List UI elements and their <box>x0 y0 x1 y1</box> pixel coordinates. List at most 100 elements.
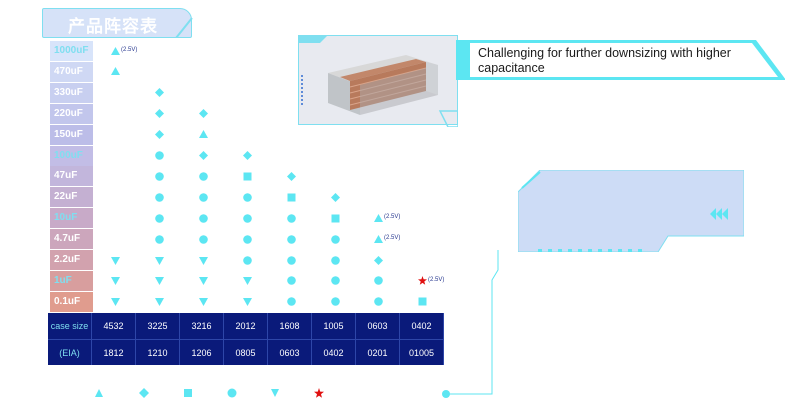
square-marker <box>243 172 251 181</box>
circle-marker <box>286 213 296 223</box>
connector-line <box>442 250 499 398</box>
diamond-marker <box>286 171 296 181</box>
down-triangle-marker <box>198 298 208 307</box>
down-triangle-marker <box>242 298 252 307</box>
title-tab <box>42 8 192 38</box>
title-corner-decoration <box>175 17 193 38</box>
circle-marker <box>286 297 296 307</box>
circle-marker <box>154 172 164 181</box>
circle-marker <box>242 192 252 202</box>
circle-marker <box>154 234 164 244</box>
circle-marker <box>198 234 208 244</box>
square-marker <box>287 193 295 202</box>
diamond-marker <box>373 255 383 265</box>
triangle-marker <box>110 67 120 76</box>
circle-marker <box>330 276 340 286</box>
capacitance-label: 47uF <box>50 166 93 187</box>
down-triangle-marker <box>154 277 164 286</box>
capacitance-label: 1uF <box>50 270 93 291</box>
capacitance-label: 4.7uF <box>50 229 93 250</box>
circle-marker <box>286 255 296 265</box>
case-size-cell: 0603 <box>268 339 312 365</box>
circle-marker <box>330 297 340 307</box>
circle-marker <box>373 276 383 286</box>
down-triangle-icon <box>271 389 279 397</box>
circle-marker <box>198 192 208 202</box>
case-size-cell: 1005 <box>312 313 356 339</box>
triangle-marker <box>198 130 208 139</box>
case-size-cell: 0805 <box>224 339 268 365</box>
circle-marker <box>330 234 340 244</box>
circle-marker <box>330 255 340 265</box>
diamond-marker <box>154 109 164 119</box>
triangle-marker <box>373 234 383 243</box>
diamond-icon <box>139 388 149 398</box>
case-size-cell: 01005 <box>400 339 444 365</box>
diamond-marker <box>154 130 164 140</box>
diamond-marker <box>330 192 340 202</box>
case-size-cell: 1812 <box>92 339 136 365</box>
square-marker <box>418 297 426 306</box>
voltage-note: (2.5V) <box>384 214 401 221</box>
capacitance-label: 220uF <box>50 103 93 124</box>
table-header-cell: case size <box>48 313 92 339</box>
case-size-cell: 0201 <box>356 339 400 365</box>
case-size-cell: 1206 <box>180 339 224 365</box>
voltage-note: (2.5V) <box>384 235 401 242</box>
circle-marker <box>242 213 252 223</box>
case-size-cell: 1608 <box>268 313 312 339</box>
circle-marker <box>242 234 252 244</box>
description-text: Challenging for further downsizing with … <box>478 46 731 75</box>
triangle-marker <box>373 213 383 222</box>
square-marker <box>331 214 339 223</box>
voltage-note: (2.5V) <box>121 47 138 53</box>
down-triangle-marker <box>154 298 164 307</box>
case-size-cell: 0402 <box>312 339 356 365</box>
case-size-cell: 1210 <box>136 339 180 365</box>
description-banner <box>456 40 785 80</box>
down-triangle-marker <box>154 256 164 265</box>
case-size-cell: 3225 <box>136 313 180 339</box>
circle-icon <box>227 388 237 398</box>
star-icon <box>314 388 324 398</box>
circle-marker <box>286 234 296 244</box>
capacitance-label: 330uF <box>50 82 93 103</box>
diamond-marker <box>154 88 164 98</box>
circle-marker <box>198 213 208 223</box>
diamond-marker <box>242 151 252 160</box>
circle-marker <box>286 276 296 286</box>
down-triangle-marker <box>110 277 120 286</box>
capacitance-label: 2.2uF <box>50 250 93 270</box>
page-title: 产品阵容表 <box>68 17 158 37</box>
capacitance-label: 10uF <box>50 208 93 229</box>
circle-marker <box>242 255 252 265</box>
triangle-icon <box>95 389 103 397</box>
capacitance-label: 22uF <box>50 187 93 208</box>
circle-marker <box>154 192 164 202</box>
case-size-cell: 0402 <box>400 313 444 339</box>
circle-marker <box>373 297 383 307</box>
capacitance-label: 150uF <box>50 124 93 145</box>
diamond-marker <box>198 109 208 119</box>
decorative-panel <box>518 170 744 252</box>
down-triangle-marker <box>110 298 120 307</box>
circle-marker <box>198 172 208 181</box>
square-icon <box>184 389 192 397</box>
case-size-cell: 4532 <box>92 313 136 339</box>
circle-marker <box>154 213 164 223</box>
diamond-marker <box>198 151 208 160</box>
circle-marker <box>154 151 164 160</box>
star-marker <box>417 276 427 286</box>
triangle-marker <box>110 46 120 55</box>
capacitance-label: 470uF <box>50 61 93 82</box>
case-size-cell: 0603 <box>356 313 400 339</box>
down-triangle-marker <box>110 256 120 265</box>
capacitance-label: 0.1uF <box>50 291 93 312</box>
voltage-note: (2.5V) <box>428 276 445 283</box>
down-triangle-marker <box>198 256 208 265</box>
case-size-cell: 3216 <box>180 313 224 339</box>
down-triangle-marker <box>242 277 252 286</box>
case-size-cell: 2012 <box>224 313 268 339</box>
table-header-cell: (EIA) <box>48 339 92 365</box>
